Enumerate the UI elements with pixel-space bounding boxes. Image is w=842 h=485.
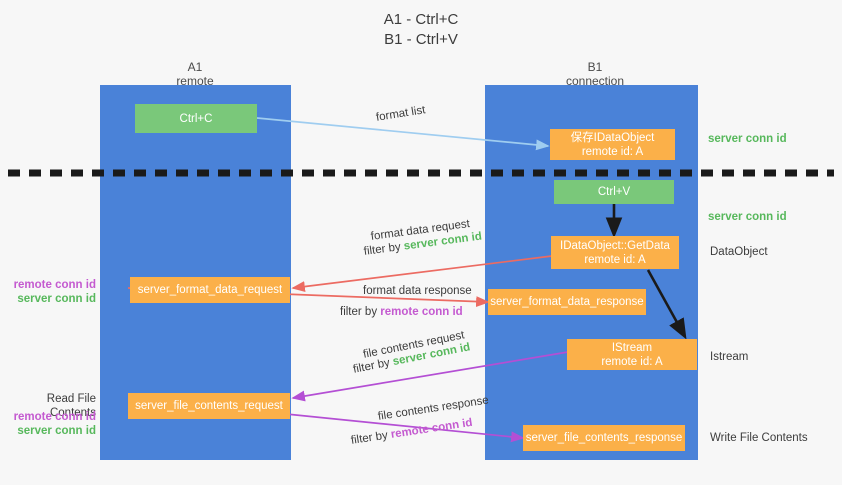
left-server-conn-id-2: server conn id [17, 425, 96, 437]
edge-label-file-contents-response: file contents response [377, 393, 490, 423]
filter-by-text-3: filter by [352, 356, 391, 376]
box-server-file-contents-response-label: server_file_contents_response [525, 432, 683, 444]
box-server-format-data-response[interactable]: server_format_data_response [488, 289, 646, 315]
box-istream[interactable]: IStream remote id: A [567, 339, 697, 370]
edge-filter-format-data-response: filter by remote conn id [340, 305, 463, 319]
box-ctrl-c-label: Ctrl+C [179, 112, 213, 125]
box-save-idataobject-line1: 保存IDataObject [570, 131, 655, 144]
edge-label-format-data-response-text: format data response [363, 285, 472, 297]
edge-label-format-data-response: format data response [363, 284, 472, 298]
box-ctrl-v[interactable]: Ctrl+V [554, 180, 674, 204]
box-idataobject-getdata[interactable]: IDataObject::GetData remote id: A [551, 236, 679, 269]
left-label-read-file-contents: Read File Contents [0, 392, 96, 420]
box-ctrl-v-label: Ctrl+V [597, 186, 631, 198]
right-label-istream-text: Istream [710, 351, 749, 363]
column-header-a1: A1 remote [120, 60, 270, 88]
title-line-1: A1 - Ctrl+C [383, 11, 459, 28]
box-server-format-data-request-label: server_format_data_request [137, 284, 283, 296]
edge-filter-file-contents-response: filter by remote conn id [350, 416, 473, 448]
right-label-server-conn-id-top-text: server conn id [708, 133, 787, 145]
box-server-file-contents-response[interactable]: server_file_contents_response [523, 425, 685, 451]
right-label-server-conn-id-top: server conn id [708, 132, 787, 146]
right-label-dataobject-text: DataObject [710, 246, 768, 258]
right-label-write-file-contents: Write File Contents [710, 431, 808, 445]
box-save-idataobject[interactable]: 保存IDataObject remote id: A [550, 129, 675, 160]
edge-label-format-list: format list [375, 103, 426, 125]
right-label-write-file-contents-text: Write File Contents [710, 432, 808, 444]
remote-conn-id-text-1: remote conn id [380, 306, 463, 318]
box-server-format-data-request[interactable]: server_format_data_request [130, 277, 290, 303]
column-b1-sub: connection [565, 74, 625, 88]
box-idataobject-getdata-line1: IDataObject::GetData [560, 239, 670, 252]
box-server-file-contents-request-label: server_file_contents_request [135, 400, 283, 412]
left-label-conn-ids-2: remote conn id server conn id [0, 410, 96, 438]
left-label-conn-ids-1: remote conn id server conn id [0, 278, 96, 306]
box-save-idataobject-line2: remote id: A [581, 145, 644, 158]
box-ctrl-c[interactable]: Ctrl+C [135, 104, 257, 133]
box-server-format-data-response-label: server_format_data_response [490, 296, 644, 308]
left-remote-conn-id-1: remote conn id [13, 279, 96, 291]
column-a1-name: A1 [187, 60, 203, 74]
box-idataobject-getdata-line2: remote id: A [584, 253, 646, 266]
right-label-server-conn-id-mid-text: server conn id [708, 211, 787, 223]
title-line-2: B1 - Ctrl+V [384, 31, 458, 48]
box-istream-line2: remote id: A [601, 355, 663, 368]
filter-by-text-1: filter by [363, 241, 402, 258]
left-label-read-file-contents-text: Read File Contents [46, 393, 96, 419]
page-title: A1 - Ctrl+C B1 - Ctrl+V [0, 10, 842, 50]
column-b1-name: B1 [587, 60, 603, 74]
edge-label-format-list-text: format list [375, 104, 427, 124]
edge-label-file-contents-response-text: file contents response [377, 394, 490, 423]
left-remote-conn-id-2: remote conn id [13, 411, 96, 423]
filter-by-text-2: filter by [340, 306, 378, 318]
right-label-server-conn-id-mid: server conn id [708, 210, 787, 224]
filter-by-text-4: filter by [350, 429, 389, 447]
right-label-istream: Istream [710, 350, 748, 364]
box-server-file-contents-request[interactable]: server_file_contents_request [128, 393, 290, 419]
box-istream-line1: IStream [611, 341, 653, 354]
left-server-conn-id-1: server conn id [17, 293, 96, 305]
column-a1-sub: remote [176, 74, 214, 88]
remote-conn-id-text-2: remote conn id [389, 416, 474, 441]
right-label-dataobject: DataObject [710, 245, 768, 259]
column-header-b1: B1 connection [520, 60, 670, 88]
